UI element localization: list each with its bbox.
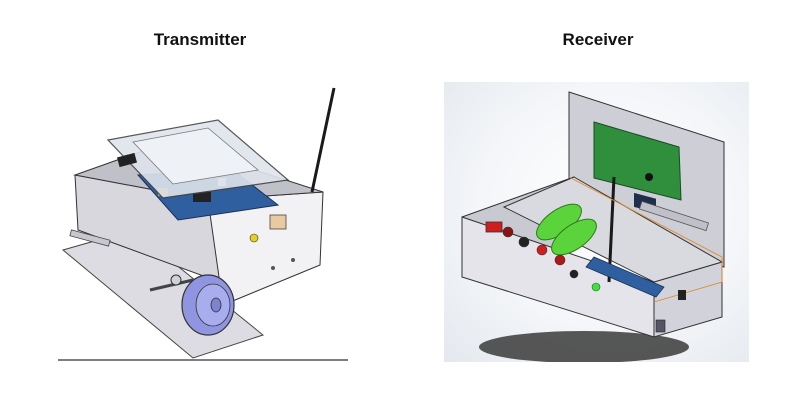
lid-window (132, 127, 259, 185)
lcd-board (593, 121, 682, 201)
yellow-button (249, 233, 259, 243)
battery (551, 218, 597, 256)
lcd-knob (645, 173, 653, 181)
hand-wheel-center (210, 297, 222, 313)
knob (536, 244, 548, 256)
drop-shadow (479, 331, 689, 362)
hinge (638, 200, 710, 232)
usb-port (678, 290, 686, 300)
bracket (69, 229, 111, 247)
switch (269, 214, 287, 230)
transmitter-title: Transmitter (153, 30, 247, 49)
crank-hub (170, 274, 182, 286)
knob (554, 254, 566, 266)
knob (518, 236, 530, 248)
receiver-render (444, 82, 749, 362)
knob (569, 269, 579, 279)
transmitter-render (58, 80, 348, 365)
knob (502, 226, 514, 238)
antenna (310, 87, 336, 193)
front-hole (291, 258, 295, 262)
red-switch (485, 221, 503, 233)
power-port (655, 319, 666, 333)
crank-shaft (149, 278, 194, 292)
highlight-outline (568, 176, 723, 303)
receiver-title: Receiver (562, 30, 634, 49)
front-hole (271, 266, 275, 270)
module-block (117, 152, 137, 168)
green-led (591, 282, 601, 292)
chip (193, 192, 211, 202)
receiver-pcb (585, 256, 665, 298)
